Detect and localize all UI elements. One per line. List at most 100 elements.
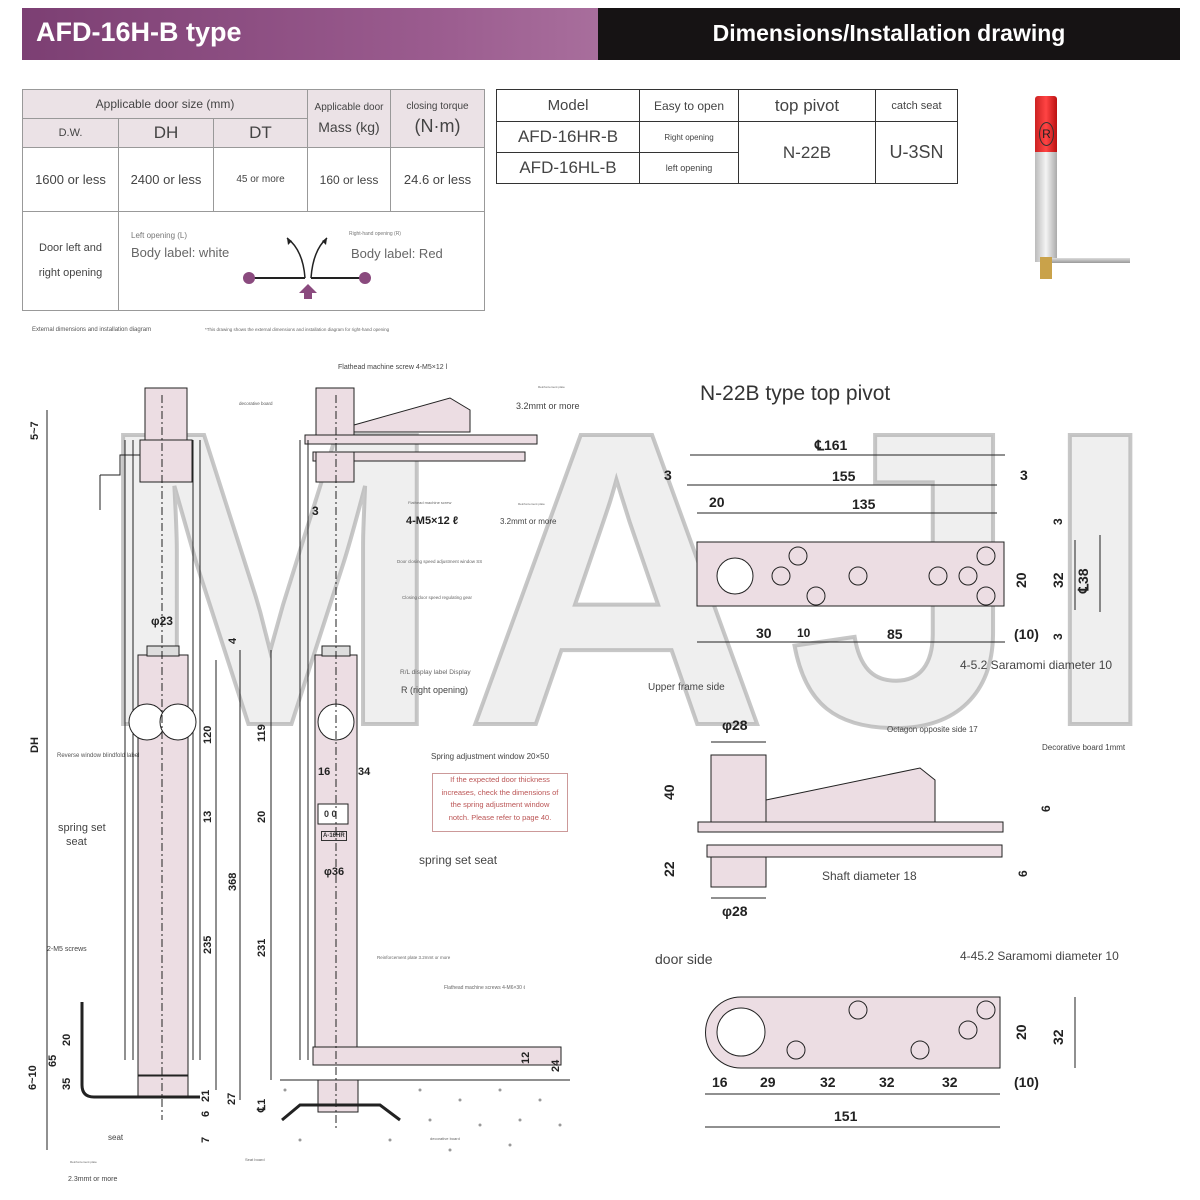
dim-label: 35: [61, 1077, 73, 1090]
open-cell: Right opening: [639, 121, 739, 153]
callout-label: Door closing speed adjustment window SS: [397, 559, 483, 564]
dim-label: ℄161: [815, 437, 848, 453]
callout-label: Seat board: [245, 1157, 265, 1162]
product-r-label: R: [1039, 122, 1054, 146]
right-opening-small: Right-hand opening (R): [349, 231, 401, 237]
door-size-header: Applicable door size (mm): [22, 89, 308, 119]
dim-label: 3: [1051, 518, 1065, 525]
dim-label: φ28: [722, 717, 748, 733]
col-dw: D.W.: [22, 118, 119, 148]
dim-label: 30: [756, 625, 772, 641]
left-body-label: Body label: white: [131, 245, 230, 260]
dim-label: 10: [797, 626, 811, 640]
callout-label: 3.2mmt or more: [516, 401, 580, 411]
door-swing-icon: [243, 237, 371, 299]
dim-label: 20: [61, 1033, 73, 1046]
spec-table: Applicable door size (mm) Applicable doo…: [22, 89, 485, 311]
dim-label: 16: [318, 766, 331, 778]
pivot-title: N-22B type top pivot: [700, 382, 891, 405]
mass-header-2: Mass (kg): [318, 119, 380, 135]
callout-label: Flathead machine screw: [408, 500, 452, 505]
right-body-label: Body label: Red: [351, 246, 443, 261]
title-banner: AFD-16H-B type: [22, 8, 598, 60]
opening-label-1: Door left and: [39, 242, 102, 254]
callout-label: Octagon opposite side 17: [887, 725, 978, 734]
dim-label: 3: [1020, 467, 1028, 483]
dim-label: 3: [664, 467, 672, 483]
callout-label: Closing door speed regulating gear: [402, 595, 473, 600]
dim-label: φ28: [722, 903, 748, 919]
dim-label: 21: [200, 1089, 212, 1102]
dim-label: φ23: [151, 614, 173, 628]
callout-label: Reinforcement plate 3.2mmt or more: [377, 955, 451, 960]
value-dw: 1600 or less: [22, 147, 119, 212]
door-thickness-note: If the expected door thickness increases…: [432, 773, 568, 832]
top-pivot-value: N-22B: [738, 121, 876, 184]
dim-label: 6: [1039, 805, 1053, 812]
dim-label: 20: [1013, 1024, 1029, 1040]
callout-label: Reinforcement plate: [518, 502, 545, 506]
callout-label: Reverse window blindfold label: [57, 753, 140, 759]
dim-label: 3: [312, 504, 319, 518]
dim-label: 235: [202, 935, 214, 954]
dim-label: 4: [227, 637, 239, 644]
dim-label: 32: [879, 1074, 895, 1090]
callout-label: 2-M5 screws: [47, 946, 87, 953]
callout-label: 4-5.2 Saramomi diameter 10: [960, 658, 1113, 672]
dim-label: 32: [1050, 1029, 1066, 1045]
note-line: increases, check the dimensions of: [441, 787, 559, 797]
value-dh: 2400 or less: [118, 147, 214, 212]
callout-label: R (right opening): [401, 685, 469, 695]
dim-label: 29: [760, 1074, 776, 1090]
dim-label: 135: [852, 496, 876, 512]
col-dh: DH: [118, 118, 214, 148]
right-hand-caption: *This drawing shows the external dimensi…: [205, 327, 390, 332]
dim-label: 40: [661, 784, 677, 800]
dim-label: 4-M5×12 ℓ: [406, 515, 459, 527]
note-line: If the expected door thickness: [450, 775, 550, 784]
value-mass: 160 or less: [307, 147, 391, 212]
dim-label: 120: [202, 725, 214, 744]
torque-header-1: closing torque: [406, 100, 469, 112]
dim-label: 20: [1013, 572, 1029, 588]
dim-label: 119: [256, 724, 268, 742]
callout-label: 3.2mmt or more: [500, 517, 557, 526]
dim-label: 34: [358, 766, 371, 778]
external-caption: External dimensions and installation dia…: [32, 327, 152, 333]
value-torque: 24.6 or less: [390, 147, 485, 212]
callout-label: 4-45.2 Saramomi diameter 10: [960, 949, 1119, 963]
dim-label: 24: [550, 1059, 562, 1072]
dim-label: (10): [1014, 1074, 1039, 1090]
callout-label: Spring adjustment window 20×50: [431, 752, 550, 761]
dim-label: DH: [29, 737, 41, 753]
dim-label: 22: [661, 861, 677, 877]
product-photo: R: [1030, 92, 1135, 287]
model-table: Model Easy to open top pivot catch seat …: [496, 89, 958, 184]
dim-label: 368: [227, 872, 239, 891]
torque-header-2: (N·m): [414, 115, 461, 136]
dim-label: 7: [200, 1136, 212, 1143]
section-banner: Dimensions/Installation drawing: [598, 8, 1180, 60]
callout-label: door side: [655, 951, 713, 967]
dim-label: ℄1: [256, 1098, 268, 1112]
model-cell: AFD-16HL-B: [496, 152, 640, 184]
torque-header: closing torque (N·m): [390, 89, 485, 148]
dim-label: 32: [1050, 572, 1066, 588]
dim-label: 32: [820, 1074, 836, 1090]
callout-label: spring set seat: [419, 853, 498, 867]
dim-label: φ36: [324, 866, 345, 878]
catch-seat-value: U-3SN: [875, 121, 958, 184]
left-opening-small: Left opening (L): [131, 231, 188, 240]
note-line: notch. Please refer to page 40.: [448, 812, 552, 822]
dim-label: 6~10: [27, 1065, 39, 1090]
dim-label: 20: [709, 494, 725, 510]
dim-label: ℄38: [1075, 568, 1091, 593]
section-title: Dimensions/Installation drawing: [712, 20, 1066, 46]
dim-label: 5~7: [29, 421, 41, 440]
dim-label: 6: [1016, 870, 1030, 877]
dim-label: 13: [202, 810, 214, 823]
dim-label: 65: [47, 1054, 59, 1067]
product-title: AFD-16H-B type: [36, 17, 242, 47]
